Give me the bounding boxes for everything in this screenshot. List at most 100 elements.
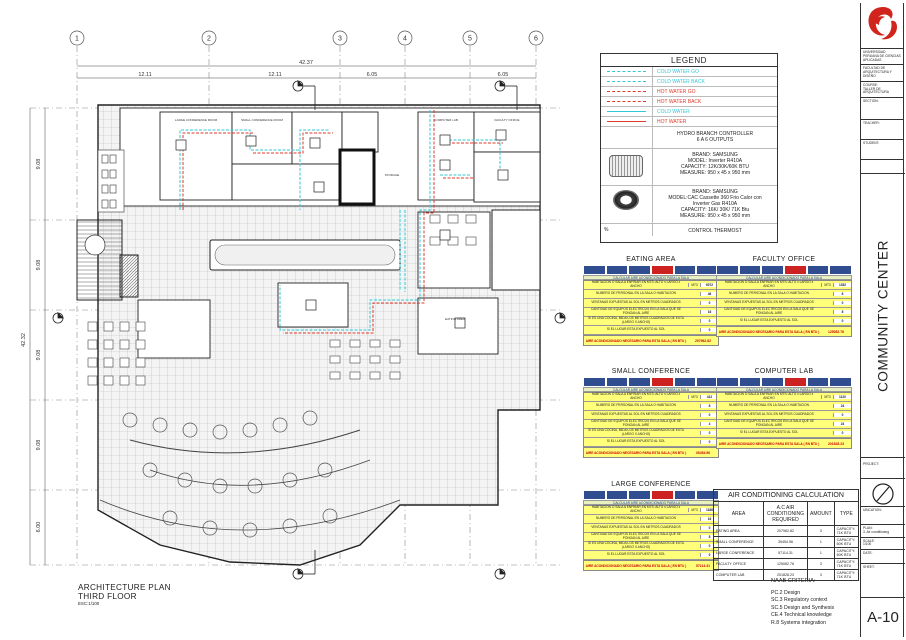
table-furniture (87, 321, 98, 332)
legend-label: COLD WATER (657, 109, 690, 115)
calc-unit-header (583, 377, 720, 387)
calc-row-desc: SI EL LUGAR ESTA EXPUESTO AL SOL (606, 552, 666, 557)
table-furniture (349, 355, 361, 364)
naab-item: SC.5 Design and Synthesis (771, 604, 835, 611)
calc-row-value: 0 (833, 319, 851, 323)
seating-cluster (282, 518, 298, 534)
tb-scale-label: SCALE: (863, 538, 875, 543)
ac-summary-cell: CAPACITY: 60K BTU (833, 536, 860, 548)
calc-total-row: AIRE ACONDICIONADO NECESARIO PARA ESTA S… (716, 327, 852, 337)
calc-row-value: 6072 (700, 283, 718, 287)
naab-item: PC.2 Design (771, 589, 801, 596)
calc-row: SI ES UNA COCINA, MIDA LOS METROS CUADRA… (584, 542, 718, 551)
calc-row-desc: VENTANAS EXPUESTAS AL SOL EN METROS CUAD… (724, 412, 814, 417)
unit-cell (738, 265, 762, 275)
ac-summary-cell: 3 (807, 558, 835, 570)
calc-row-value: 8 (833, 310, 851, 314)
table-furniture (135, 321, 146, 332)
seating-cluster (177, 472, 193, 488)
calc-row-unit: MT3 (821, 395, 833, 399)
pipe-line-icon (601, 67, 653, 76)
legend-label: HOT WATER (657, 119, 687, 125)
unit-cell (628, 490, 652, 500)
table-furniture (349, 371, 361, 380)
plan-scale: ESC:1/100 (78, 601, 100, 606)
ac-summary-cell: 1 (807, 536, 835, 548)
table-furniture (465, 214, 477, 224)
calc-row-value: 16 (700, 310, 718, 314)
calc-row-desc: SI ES UNA COCINA, MIDA LOS METROS CUADRA… (588, 541, 684, 549)
calc-row-value: 0 (833, 431, 851, 435)
legend-row: HOT WATER BACK (601, 97, 777, 107)
table-furniture (389, 355, 401, 364)
ac-summary-cell: EATING AREA (713, 525, 764, 537)
table-furniture (119, 339, 130, 350)
calc-row-value: 412 (700, 395, 718, 399)
grid-label: 1 (75, 36, 79, 43)
calc-row-value: 0 (700, 301, 718, 305)
room-label: LARGE CONFERENCE ROOM (175, 118, 218, 122)
legend-branch-text: HYDRO BRANCH CONTROLLER 6 A 6 OUTPUTS (676, 131, 754, 143)
calc-total-label: AIRE ACONDICIONADO NECESARIO PARA ESTA S… (585, 563, 687, 568)
ac-summary-cell: CAPACITY: 60K BTU (833, 547, 860, 559)
calc-row-desc: NUMERO DE PERSONAL EN LA SALA O HABITACI… (729, 291, 809, 296)
ac-summary-cell: CAPACITY: 71K BTU (833, 558, 860, 570)
dimension-label: 6.05 (367, 72, 378, 78)
calc-unit-header (716, 265, 853, 275)
calc-total-label: AIRE ACONDICIONADO NECESARIO PARA ESTA S… (585, 338, 687, 343)
calc-row-desc: SI EL LUGAR ESTA EXPUESTO AL SOL (606, 439, 666, 444)
tb-faculty: FACULTAD DE ARQUITECTURA Y DISEÑO (861, 65, 903, 82)
calc-row-desc: HABITACION O SALA A ENFRIAR EN MTS: ALTO… (591, 280, 681, 288)
ac-summary-cell: 1 (807, 547, 835, 559)
calc-row-value: 0 (700, 526, 718, 530)
calc-row-value: 0 (700, 319, 718, 323)
legend-unit-1-text: BRAND: SAMSUNG MODEL: Inverter R410A CAP… (679, 152, 751, 176)
table-furniture (135, 375, 146, 386)
calc-row: NUMERO DE PERSONAL EN LA SALA O HABITACI… (584, 515, 718, 524)
tb-plan-label: PLAN: (863, 526, 873, 530)
upc-logo-icon (868, 7, 897, 40)
legend-branch-controller: HYDRO BRANCH CONTROLLER 6 A 6 OUTPUTS (601, 127, 777, 149)
calc-row: SI ES UNA COCINA, MIDA LOS METROS CUADRA… (584, 429, 718, 438)
calc-row: CANTIDAD DE EQUIPOS ELECTRICOS EN LA SAL… (717, 420, 851, 429)
calc-row-desc: SI ES UNA COCINA, MIDA LOS METROS CUADRA… (588, 428, 684, 436)
unit-cell (673, 490, 697, 500)
table-furniture (103, 357, 114, 368)
calc-row-desc: HABITACION O SALA A ENFRIAR EN MTS: ALTO… (724, 280, 814, 288)
calc-row: HABITACION O SALA A ENFRIAR EN MTS: ALTO… (584, 281, 718, 290)
calc-row-desc: NUMERO DE PERSONAL EN LA SALA O HABITACI… (729, 403, 809, 408)
calc-row-value: 1188 (700, 508, 718, 512)
unit-cell (628, 265, 652, 275)
table-furniture (429, 214, 441, 224)
naab-item: CE.4 Technical knowledge (771, 612, 832, 619)
calc-row: CANTIDAD DE EQUIPOS ELECTRICOS EN LA SAL… (717, 308, 851, 317)
unit-cell (628, 377, 652, 387)
ac-summary-cell: COMPUTER LAB (713, 569, 764, 581)
calc-row-desc: SI EL LUGAR ESTA EXPUESTO AL SOL (739, 430, 799, 435)
calc-caption: CALCULAR AIRE ACONDICIONADO PARA LA SALA (716, 387, 852, 392)
unit-cell (605, 490, 629, 500)
room-label: COMPUTER LAB (434, 118, 458, 122)
table-furniture (329, 355, 341, 364)
unit-cell (583, 265, 606, 275)
unit-cell (784, 265, 807, 275)
table-furniture (103, 339, 114, 350)
seating-cluster (182, 422, 198, 438)
unit-cell (605, 265, 629, 275)
unit-cell (829, 377, 853, 387)
dimension-label: 42.37 (299, 60, 313, 66)
unit-cell (605, 377, 629, 387)
room-label: FACULTY OFFICE (494, 118, 519, 122)
tb-university: UNIVERSIDAD PERUANA DE CIENCIAS APLICADA… (861, 49, 903, 66)
pipe-line-icon (601, 107, 653, 116)
calc-table-title: EATING AREA (626, 256, 676, 263)
grid-label: 3 (338, 36, 342, 43)
cassette-ac-icon (601, 149, 653, 185)
unit-cell (761, 377, 785, 387)
pipe-line-icon (601, 77, 653, 86)
legend-row: HOT WATER (601, 117, 777, 127)
